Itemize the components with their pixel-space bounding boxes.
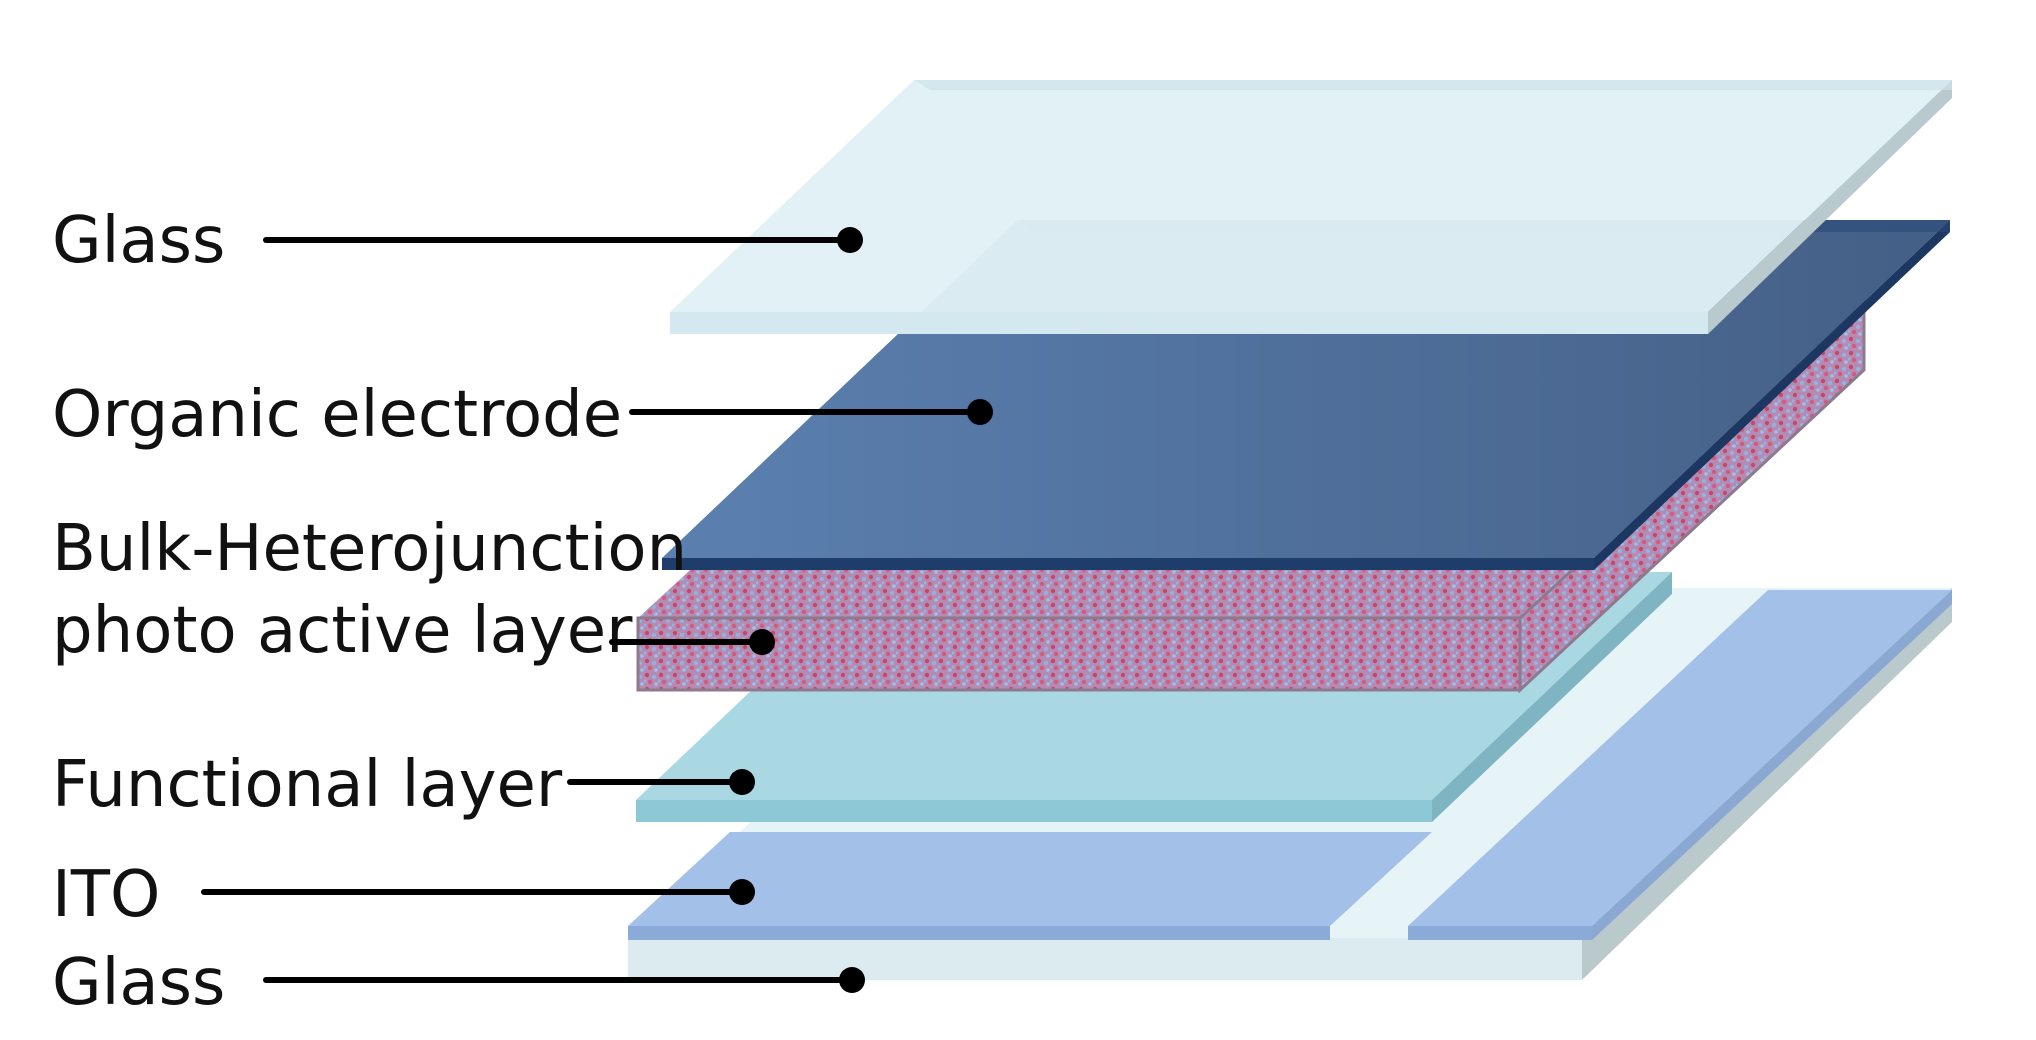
glass-top-layer — [670, 80, 1952, 334]
label-text-glass-top: Glass — [52, 204, 225, 278]
label-text-bhj-line1: Bulk-Heterojunction — [52, 512, 687, 586]
leader-dot-glass-top — [837, 227, 863, 253]
leader-dot-bhj — [749, 629, 775, 655]
label-text-ito: ITO — [52, 858, 160, 932]
label-glass-bottom: Glass — [52, 946, 865, 1020]
label-glass-top: Glass — [52, 204, 863, 278]
ito-layer — [628, 590, 1952, 940]
label-bhj-active-layer: Bulk-Heterojunction photo active layer — [52, 512, 775, 668]
leader-dot-glass-bottom — [839, 967, 865, 993]
label-text-functional-layer: Functional layer — [52, 748, 563, 822]
label-organic-electrode: Organic electrode — [52, 378, 993, 452]
leader-dot-ito — [729, 879, 755, 905]
label-text-glass-bottom: Glass — [52, 946, 225, 1020]
label-ito: ITO — [52, 858, 755, 932]
label-functional-layer: Functional layer — [52, 748, 755, 822]
leader-dot-functional-layer — [729, 769, 755, 795]
leader-dot-organic-electrode — [967, 399, 993, 425]
label-text-bhj-line2: photo active layer — [52, 594, 633, 668]
label-text-organic-electrode: Organic electrode — [52, 378, 622, 452]
